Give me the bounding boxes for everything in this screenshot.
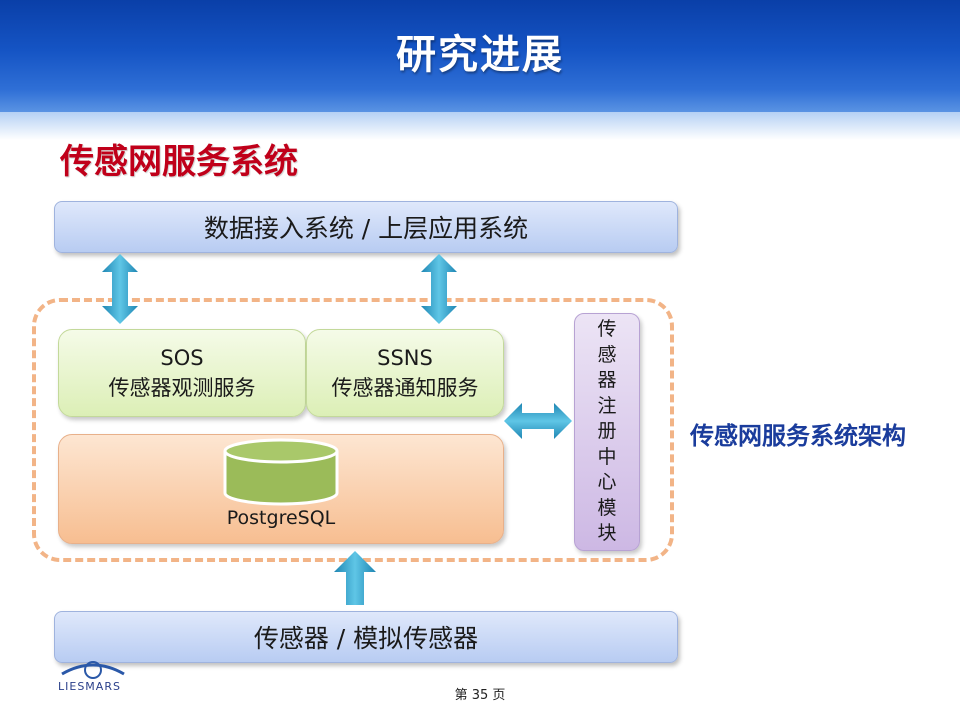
bottom-sensor-label: 传感器 / 模拟传感器: [253, 624, 479, 653]
registry-char: 册: [597, 420, 617, 443]
header-banner: [0, 0, 960, 140]
sos-service-box: SOS 传感器观测服务: [58, 329, 306, 417]
registry-char: 中: [597, 445, 617, 468]
section-subtitle: 传感网服务系统: [60, 142, 298, 182]
registry-char: 注: [597, 394, 617, 417]
registry-char: 感: [597, 343, 617, 366]
horizontal-double-arrow-icon: [504, 403, 572, 439]
double-arrow-icon: [102, 254, 138, 324]
registry-module-box: 传 感 器 注 册 中 心 模 块: [574, 313, 640, 551]
up-arrow-icon: [334, 551, 376, 605]
registry-char: 器: [597, 369, 617, 392]
liesmars-logo-icon: [61, 661, 125, 679]
ssns-service-box: SSNS 传感器通知服务: [306, 329, 504, 417]
database-box: PostgreSQL: [58, 434, 504, 544]
ssns-desc: 传感器通知服务: [331, 376, 479, 400]
ssns-name: SSNS: [377, 346, 433, 370]
registry-char: 心: [597, 471, 617, 494]
architecture-caption: 传感网服务系统架构: [690, 422, 906, 450]
page-number: 第 35 页: [454, 688, 506, 703]
double-arrow-icon: [421, 254, 457, 324]
page-title: 研究进展: [396, 32, 564, 78]
top-system-label: 数据接入系统 / 上层应用系统: [203, 214, 529, 243]
logo-text: LIESMARS: [58, 680, 121, 693]
database-label: PostgreSQL: [226, 507, 336, 529]
registry-char: 模: [597, 496, 617, 519]
registry-char: 块: [597, 522, 617, 545]
database-cylinder-icon: [223, 438, 339, 506]
top-system-box: 数据接入系统 / 上层应用系统: [54, 201, 678, 253]
sos-desc: 传感器观测服务: [108, 376, 256, 400]
sos-name: SOS: [160, 346, 204, 370]
bottom-sensor-box: 传感器 / 模拟传感器: [54, 611, 678, 663]
registry-char: 传: [597, 318, 617, 341]
